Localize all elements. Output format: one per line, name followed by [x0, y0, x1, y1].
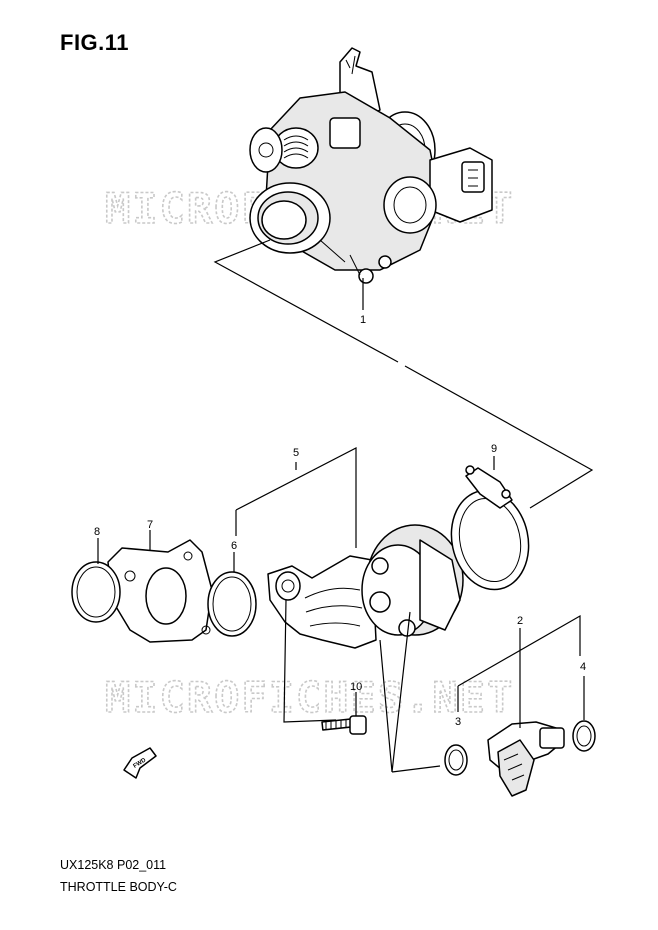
callout-10: 10 [350, 681, 362, 693]
diagram-code: UX125K8 P02_011 [60, 858, 167, 872]
leader-lines [97, 239, 594, 773]
callout-8: 8 [94, 526, 100, 538]
seal-4 [572, 720, 596, 752]
callout-3: 3 [455, 716, 461, 728]
callout-1: 1 [360, 314, 366, 326]
diagram-name: THROTTLE BODY-C [60, 880, 177, 894]
intake-pipe [267, 524, 464, 649]
o-ring-6 [207, 571, 257, 637]
insulator-plate [107, 539, 213, 643]
bolt-10 [321, 715, 367, 735]
throttle-body-assembly [249, 47, 493, 284]
forward-direction-marker: FWD [123, 747, 157, 779]
watermark-bottom: MICROFICHES.NET [105, 673, 514, 722]
callout-4: 4 [580, 661, 586, 673]
callout-9: 9 [491, 443, 497, 455]
fuel-injector [487, 721, 565, 797]
callout-6: 6 [231, 540, 237, 552]
hose-clamp [450, 465, 530, 591]
callout-5: 5 [293, 447, 299, 459]
seal-3 [444, 744, 468, 776]
figure-title: FIG.11 [60, 30, 130, 55]
callout-7: 7 [147, 519, 153, 531]
callout-2: 2 [517, 615, 523, 627]
o-ring-8 [71, 561, 121, 623]
